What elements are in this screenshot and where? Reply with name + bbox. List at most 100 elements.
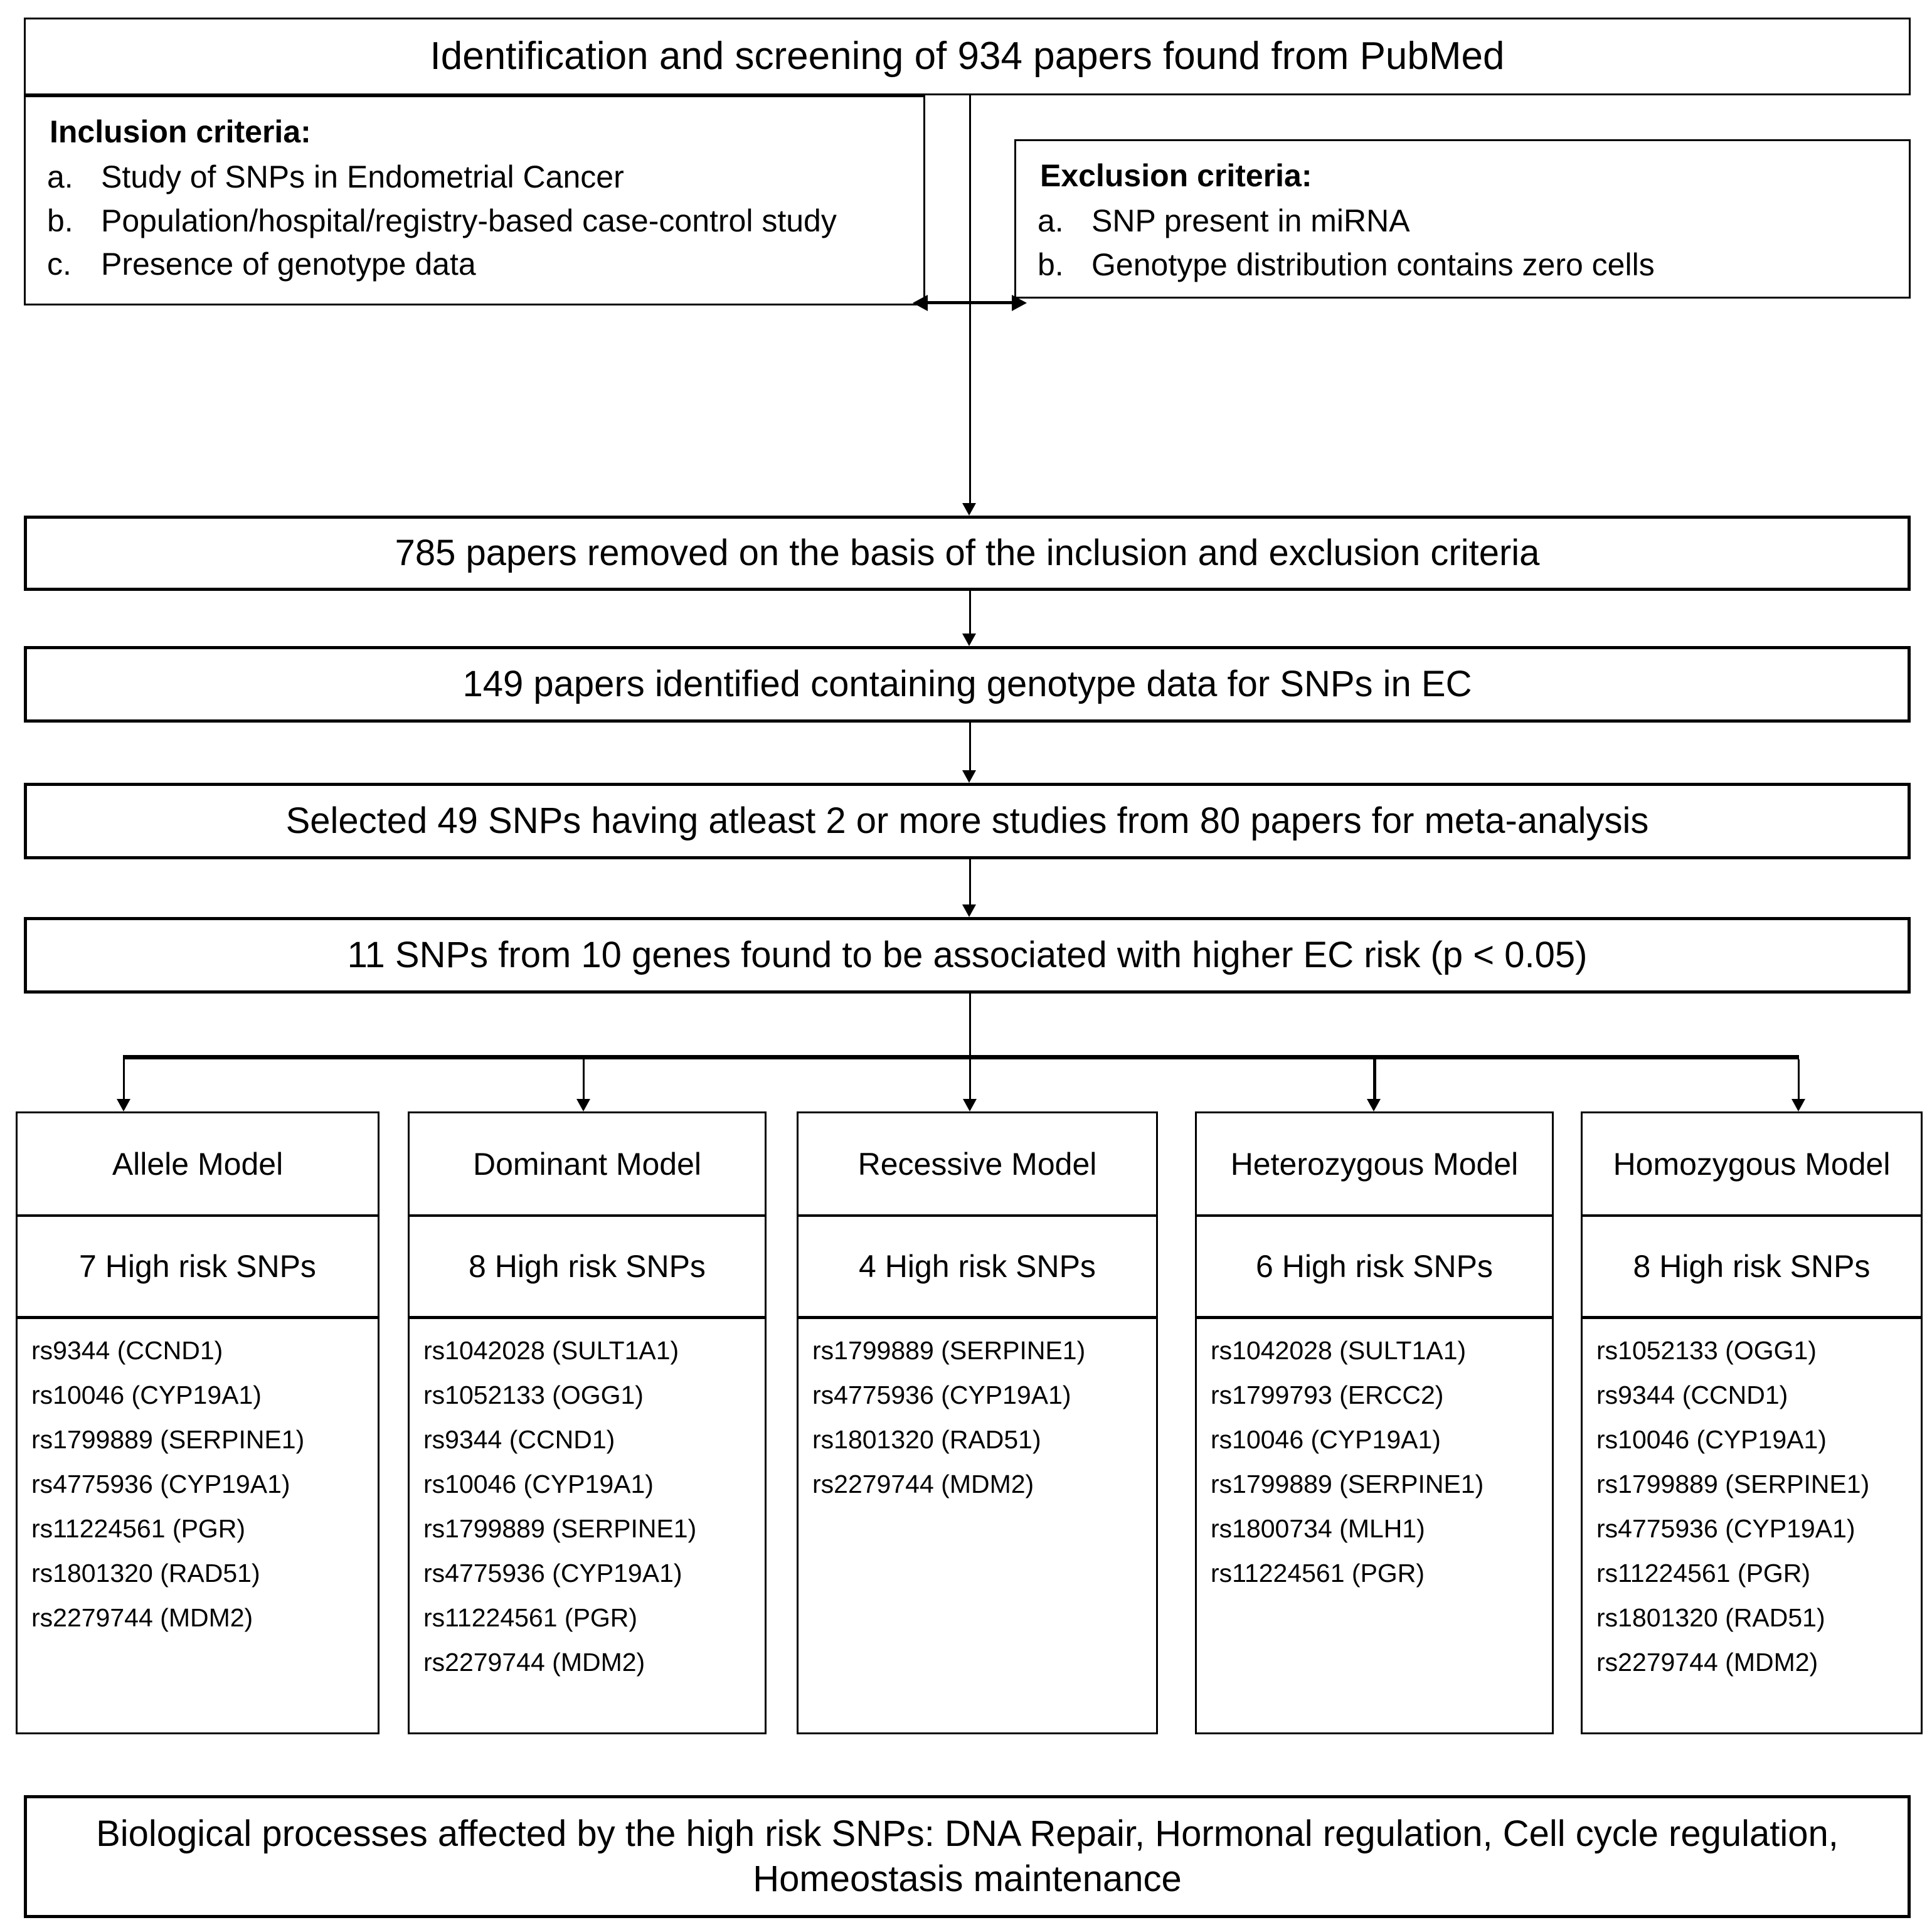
list-marker: a. bbox=[47, 159, 73, 194]
snp-item: rs1801320 (RAD51) bbox=[1596, 1603, 1825, 1632]
biological-processes-text: Biological processes affected by the hig… bbox=[96, 1813, 1839, 1900]
snp-item: rs4775936 (CYP19A1) bbox=[1596, 1514, 1855, 1543]
arrow-right-icon bbox=[1012, 295, 1027, 311]
snp-item: rs9344 (CCND1) bbox=[1596, 1381, 1788, 1409]
papers-removed-box: 785 papers removed on the basis of the i… bbox=[24, 516, 1911, 591]
exclusion-criteria-list: a. SNP present in miRNA b. Genotype dist… bbox=[1038, 200, 1887, 286]
inclusion-criteria-item: b. Population/hospital/registry-based ca… bbox=[47, 200, 902, 243]
model-title: Homozygous Model bbox=[1581, 1111, 1923, 1217]
snp-item: rs1799889 (SERPINE1) bbox=[423, 1514, 697, 1543]
branch-distribution-bar bbox=[123, 1055, 1799, 1059]
arrow-down-icon bbox=[962, 634, 976, 646]
list-text: Study of SNPs in Endometrial Cancer bbox=[101, 159, 624, 194]
selected-snps-box: Selected 49 SNPs having atleast 2 or mor… bbox=[24, 783, 1911, 859]
model-count: 8 High risk SNPs bbox=[408, 1217, 767, 1319]
snp-item: rs1799889 (SERPINE1) bbox=[1211, 1470, 1484, 1498]
branch-stem-homozygous bbox=[1798, 1059, 1800, 1101]
snp-item: rs9344 (CCND1) bbox=[31, 1336, 223, 1365]
snp-item: rs4775936 (CYP19A1) bbox=[812, 1381, 1071, 1409]
exclusion-criteria-item: b. Genotype distribution contains zero c… bbox=[1038, 244, 1887, 287]
model-count: 8 High risk SNPs bbox=[1581, 1217, 1923, 1319]
model-column-allele: Allele Model 7 High risk SNPs rs9344 (CC… bbox=[16, 1111, 380, 1734]
branch-stem-allele bbox=[123, 1059, 125, 1101]
list-marker: b. bbox=[1038, 247, 1064, 282]
snp-item: rs2279744 (MDM2) bbox=[812, 1470, 1034, 1498]
snp-item: rs10046 (CYP19A1) bbox=[31, 1381, 262, 1409]
arrow-down-icon bbox=[576, 1099, 590, 1111]
branch-stem-recessive bbox=[969, 1059, 971, 1101]
model-count: 4 High risk SNPs bbox=[797, 1217, 1158, 1319]
exclusion-criteria-item: a. SNP present in miRNA bbox=[1038, 200, 1887, 243]
model-title: Heterozygous Model bbox=[1195, 1111, 1554, 1217]
connector-selected-to-associated bbox=[969, 859, 971, 904]
snp-item: rs1800734 (MLH1) bbox=[1211, 1514, 1425, 1543]
connector-identified-to-selected bbox=[969, 723, 971, 770]
connector-header-to-removed bbox=[969, 95, 971, 503]
arrow-left-icon bbox=[913, 295, 928, 311]
inclusion-criteria-item: a. Study of SNPs in Endometrial Cancer bbox=[47, 156, 902, 199]
arrow-down-icon bbox=[1791, 1099, 1805, 1111]
arrow-down-icon bbox=[962, 770, 976, 783]
inclusion-criteria-title: Inclusion criteria: bbox=[50, 114, 311, 149]
arrow-down-icon bbox=[962, 904, 976, 917]
snp-item: rs1052133 (OGG1) bbox=[1596, 1336, 1817, 1365]
exclusion-criteria-title: Exclusion criteria: bbox=[1040, 158, 1312, 193]
snp-item: rs11224561 (PGR) bbox=[423, 1603, 638, 1632]
arrow-down-icon bbox=[1367, 1099, 1381, 1111]
model-snp-list: rs1042028 (SULT1A1) rs1799793 (ERCC2) rs… bbox=[1195, 1319, 1554, 1734]
criteria-link-line bbox=[927, 301, 1012, 304]
snp-item: rs1801320 (RAD51) bbox=[31, 1559, 260, 1588]
snp-item: rs10046 (CYP19A1) bbox=[1211, 1425, 1441, 1454]
snp-item: rs1799889 (SERPINE1) bbox=[812, 1336, 1086, 1365]
arrow-down-icon bbox=[963, 1099, 977, 1111]
snp-item: rs9344 (CCND1) bbox=[423, 1425, 615, 1454]
model-count: 6 High risk SNPs bbox=[1195, 1217, 1554, 1319]
header-title: Identification and screening of 934 pape… bbox=[430, 34, 1505, 78]
list-text: Genotype distribution contains zero cell… bbox=[1091, 247, 1655, 282]
snp-item: rs1042028 (SULT1A1) bbox=[423, 1336, 679, 1365]
model-column-dominant: Dominant Model 8 High risk SNPs rs104202… bbox=[408, 1111, 767, 1734]
snp-item: rs1042028 (SULT1A1) bbox=[1211, 1336, 1467, 1365]
snp-item: rs2279744 (MDM2) bbox=[423, 1648, 645, 1677]
snp-item: rs4775936 (CYP19A1) bbox=[31, 1470, 290, 1498]
model-column-heterozygous: Heterozygous Model 6 High risk SNPs rs10… bbox=[1195, 1111, 1554, 1734]
inclusion-criteria-list: a. Study of SNPs in Endometrial Cancer b… bbox=[47, 156, 902, 286]
list-text: SNP present in miRNA bbox=[1091, 203, 1410, 238]
model-column-homozygous: Homozygous Model 8 High risk SNPs rs1052… bbox=[1581, 1111, 1923, 1734]
snp-item: rs2279744 (MDM2) bbox=[1596, 1648, 1818, 1677]
branch-stem-heterozygous bbox=[1373, 1059, 1376, 1101]
model-title: Recessive Model bbox=[797, 1111, 1158, 1217]
model-snp-list: rs1052133 (OGG1) rs9344 (CCND1) rs10046 … bbox=[1581, 1319, 1923, 1734]
model-title: Allele Model bbox=[16, 1111, 380, 1217]
associated-snps-box: 11 SNPs from 10 genes found to be associ… bbox=[24, 917, 1911, 994]
model-snp-list: rs1799889 (SERPINE1) rs4775936 (CYP19A1)… bbox=[797, 1319, 1158, 1734]
selected-snps-text: Selected 49 SNPs having atleast 2 or mor… bbox=[285, 800, 1649, 841]
snp-item: rs1799793 (ERCC2) bbox=[1211, 1381, 1444, 1409]
papers-identified-text: 149 papers identified containing genotyp… bbox=[462, 663, 1472, 704]
list-text: Presence of genotype data bbox=[101, 247, 476, 282]
inclusion-criteria-item: c. Presence of genotype data bbox=[47, 243, 902, 286]
snp-item: rs11224561 (PGR) bbox=[1211, 1559, 1425, 1588]
snp-item: rs4775936 (CYP19A1) bbox=[423, 1559, 682, 1588]
list-text: Population/hospital/registry-based case-… bbox=[101, 203, 837, 238]
header-box: Identification and screening of 934 pape… bbox=[24, 18, 1911, 95]
snp-item: rs2279744 (MDM2) bbox=[31, 1603, 253, 1632]
biological-processes-box: Biological processes affected by the hig… bbox=[24, 1795, 1911, 1918]
list-marker: b. bbox=[47, 203, 73, 238]
connector-removed-to-identified bbox=[969, 591, 971, 634]
connector-associated-to-branch bbox=[969, 994, 971, 1056]
snp-item: rs1799889 (SERPINE1) bbox=[1596, 1470, 1870, 1498]
snp-item: rs11224561 (PGR) bbox=[1596, 1559, 1811, 1588]
associated-snps-text: 11 SNPs from 10 genes found to be associ… bbox=[347, 934, 1588, 975]
papers-identified-box: 149 papers identified containing genotyp… bbox=[24, 646, 1911, 723]
list-marker: a. bbox=[1038, 203, 1064, 238]
model-title: Dominant Model bbox=[408, 1111, 767, 1217]
papers-removed-text: 785 papers removed on the basis of the i… bbox=[395, 532, 1540, 573]
list-marker: c. bbox=[47, 247, 72, 282]
inclusion-criteria-box: Inclusion criteria: a. Study of SNPs in … bbox=[24, 95, 925, 305]
model-snp-list: rs1042028 (SULT1A1) rs1052133 (OGG1) rs9… bbox=[408, 1319, 767, 1734]
exclusion-criteria-box: Exclusion criteria: a. SNP present in mi… bbox=[1014, 139, 1911, 299]
snp-item: rs1801320 (RAD51) bbox=[812, 1425, 1041, 1454]
model-count: 7 High risk SNPs bbox=[16, 1217, 380, 1319]
